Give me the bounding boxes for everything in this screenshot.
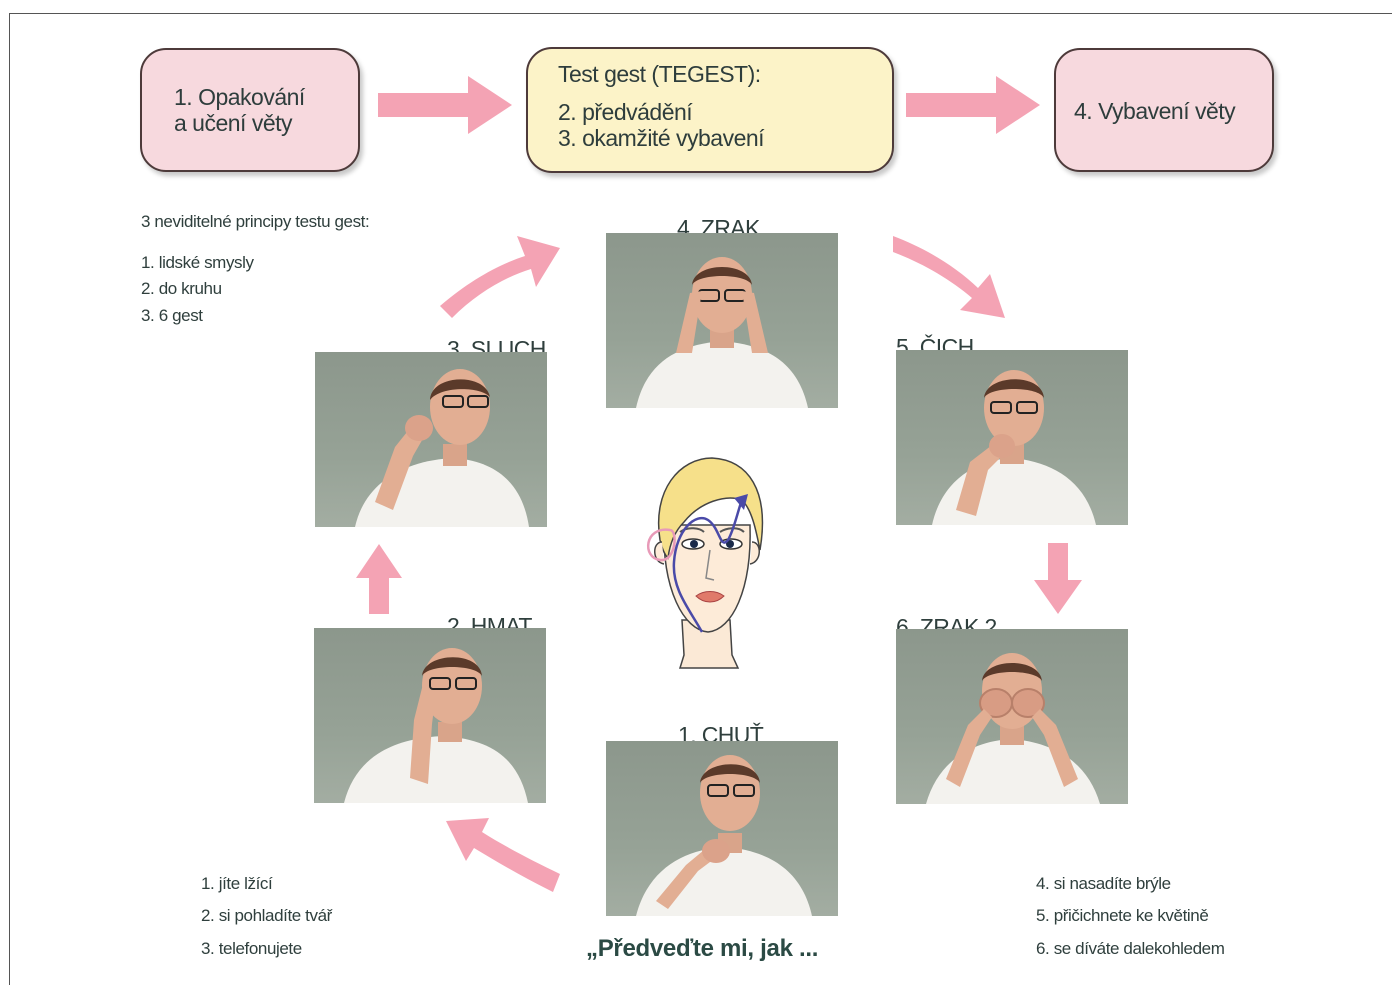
arrow-step1-to-test — [378, 76, 512, 134]
instruction-quote: „Předveďte mi, jak ... — [586, 935, 819, 962]
arrow-hmat-to-sluch — [356, 544, 402, 614]
photo-cich — [896, 350, 1128, 525]
photo-sluch — [315, 352, 547, 527]
right-list-item: 6. se díváte dalekohledem — [1036, 939, 1225, 958]
left-list-item: 2. si pohladíte tvář — [201, 906, 332, 925]
step1-line2: a učení věty — [174, 110, 293, 136]
left-list-item: 3. telefonujete — [201, 939, 302, 958]
step1-box: 1. Opakování a učení věty — [140, 48, 360, 172]
step1-line1: 1. Opakování — [174, 84, 305, 110]
principle-item: 2. do kruhu — [141, 279, 222, 298]
arrow-zrak-to-cich — [893, 236, 1005, 318]
principles-title: 3 neviditelné principy testu gest: — [141, 212, 370, 231]
tegest-line1: 2. předvádění — [558, 99, 693, 125]
tegest-title: Test gest (TEGEST): — [558, 61, 761, 87]
arrow-test-to-step4 — [906, 76, 1040, 134]
principle-item: 1. lidské smysly — [141, 253, 254, 272]
right-list-item: 5. přičichnete ke květině — [1036, 906, 1209, 925]
step4-box: 4. Vybavení věty — [1054, 48, 1274, 172]
photo-zrak — [606, 233, 838, 408]
head-illustration — [646, 457, 764, 669]
left-list-item: 1. jíte lžící — [201, 874, 273, 893]
principle-item: 3. 6 gest — [141, 306, 203, 325]
photo-chut — [606, 741, 838, 916]
tegest-box: Test gest (TEGEST): 2. předvádění 3. oka… — [526, 47, 894, 173]
right-list-item: 4. si nasadíte brýle — [1036, 874, 1171, 893]
photo-zrak2 — [896, 629, 1128, 804]
tegest-line2: 3. okamžité vybavení — [558, 125, 765, 151]
arrow-cich-to-zrak2 — [1034, 543, 1082, 614]
diagram-frame — [9, 13, 1392, 985]
arrow-sluch-to-zrak — [440, 236, 560, 318]
photo-hmat — [314, 628, 546, 803]
arrow-chut-to-hmat — [446, 818, 560, 892]
step4-label: 4. Vybavení věty — [1074, 98, 1236, 124]
